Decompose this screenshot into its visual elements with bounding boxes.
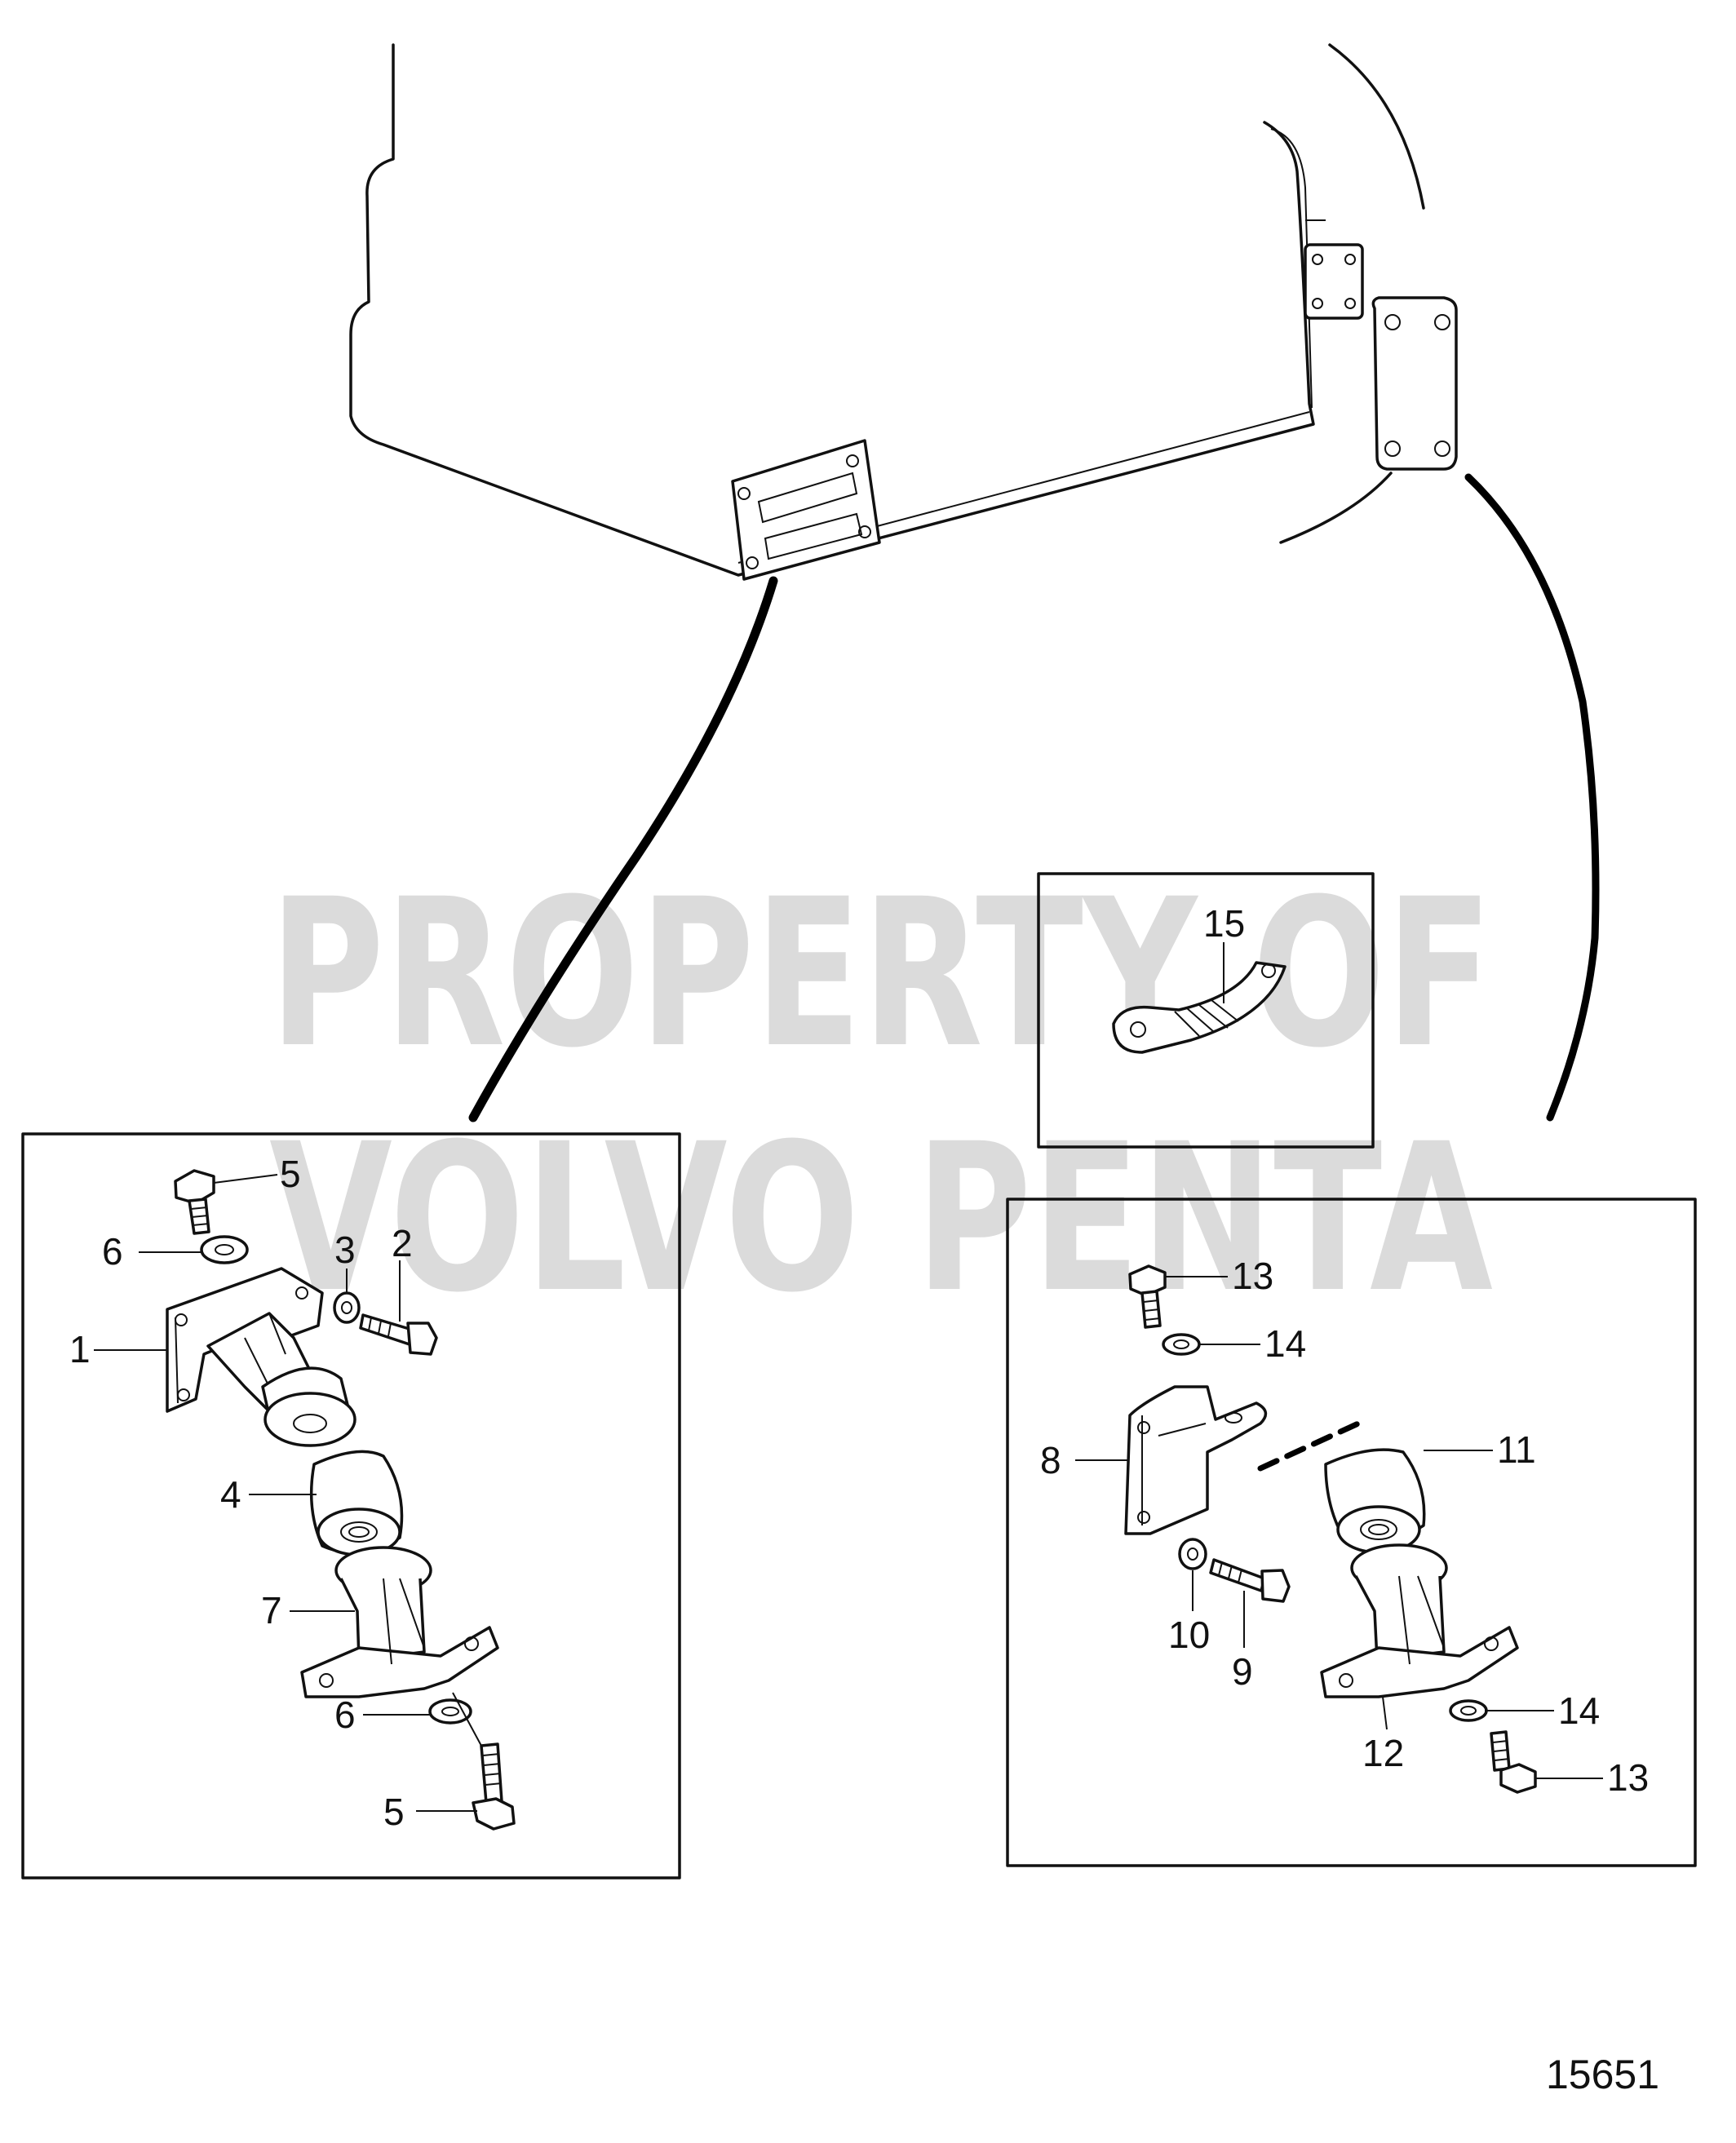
right-callouts: 13 14 8 11 10 9 14 12 13 <box>1040 1255 1649 1799</box>
callout-13-bottom: 13 <box>1607 1756 1649 1799</box>
callout-1: 1 <box>69 1328 91 1370</box>
washer-6-top <box>200 1235 249 1264</box>
washer-6-bottom <box>428 1698 472 1725</box>
callout-14-top: 14 <box>1264 1322 1306 1365</box>
callout-12: 12 <box>1362 1732 1404 1774</box>
callout-10: 10 <box>1168 1614 1210 1656</box>
callout-11: 11 <box>1497 1428 1536 1471</box>
callout-8: 8 <box>1040 1439 1061 1481</box>
left-leader-lines <box>94 1174 477 1812</box>
gearbox-housing-curves <box>1279 43 1600 1122</box>
watermark-line-2: VOLVO PENTA <box>269 1100 1493 1337</box>
rear-mount-plate <box>1371 296 1458 471</box>
callout-2: 2 <box>392 1222 413 1264</box>
callout-5-top: 5 <box>280 1153 301 1195</box>
bolt-13-top <box>1128 1264 1167 1329</box>
right-inset-box <box>1006 1198 1697 1867</box>
callout-4: 4 <box>220 1473 241 1516</box>
bolt-13-bottom <box>1490 1730 1537 1794</box>
callout-5-bottom: 5 <box>383 1791 405 1833</box>
left-callouts: 5 3 2 6 1 4 7 6 5 <box>69 1153 413 1833</box>
rubber-element-4 <box>309 1450 404 1556</box>
callout-6-top: 6 <box>102 1230 123 1273</box>
callout-9: 9 <box>1232 1650 1253 1693</box>
rubber-element-11 <box>1324 1448 1426 1554</box>
callout-13-top: 13 <box>1232 1255 1273 1297</box>
callout-15: 15 <box>1203 902 1245 945</box>
dashed-link <box>1257 1420 1362 1472</box>
left-mount-assembly <box>166 1169 516 1831</box>
bolt-9 <box>1209 1558 1291 1603</box>
washer-14-top <box>1162 1333 1201 1356</box>
watermark: PROPERTY OF VOLVO PENTA <box>269 855 1493 1337</box>
bracket-12 <box>1320 1543 1519 1698</box>
strap-inset-box <box>1037 872 1375 1149</box>
callout-3: 3 <box>334 1229 356 1271</box>
right-leader-lines <box>1075 1276 1603 1779</box>
washer-3 <box>333 1291 361 1324</box>
bracket-1 <box>166 1267 356 1447</box>
drawing-number: 15651 <box>1546 2052 1659 2097</box>
leader-front-to-left-inset <box>468 576 778 1122</box>
bracket-7 <box>300 1546 499 1698</box>
callout-7: 7 <box>261 1589 282 1632</box>
callout-14-bottom: 14 <box>1558 1689 1600 1732</box>
right-mount-assembly <box>1124 1264 1537 1794</box>
front-mount-plate <box>731 439 881 581</box>
bracket-8 <box>1124 1385 1268 1535</box>
bolt-2 <box>359 1313 438 1356</box>
bolt-5-top <box>174 1169 215 1235</box>
bolt-5-bottom <box>472 1742 516 1831</box>
washer-10 <box>1178 1538 1207 1570</box>
strap-15 <box>1112 961 1286 1054</box>
washer-14-bottom <box>1449 1699 1488 1722</box>
watermark-line-1: PROPERTY OF <box>269 855 1493 1092</box>
callout-6-bottom: 6 <box>334 1694 356 1736</box>
left-inset-box <box>21 1132 681 1880</box>
